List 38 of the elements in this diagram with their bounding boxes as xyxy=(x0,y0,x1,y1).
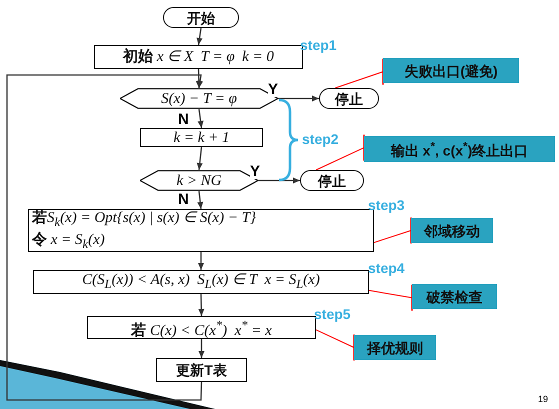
callout-box: 择优规则 xyxy=(354,335,436,360)
edge-label: N xyxy=(178,192,189,207)
callout-box: 破禁检查 xyxy=(412,284,497,309)
edge-label: Y xyxy=(268,82,278,97)
arrow xyxy=(197,190,204,210)
process-box: 若 C(x) < C(x$^{*}$) x$^{*}$ = x xyxy=(87,316,316,339)
process-box: 若S$_{k}$(x) = Opt{s(x) | s(x) ∈ S(x) − T} 令 x = S$_{k}$(x) xyxy=(28,209,374,252)
terminal-box: 停止 xyxy=(300,170,364,191)
step-label: step1 xyxy=(300,37,337,53)
leader-line xyxy=(316,134,365,170)
arrow xyxy=(196,68,202,88)
leader-line xyxy=(334,58,384,88)
edge-label: N xyxy=(178,112,189,127)
arrow xyxy=(258,178,300,184)
page-number: 19 xyxy=(538,394,548,404)
callout-box: 输出 x$^{*}$, c(x$^{*}$)终止出口 xyxy=(364,136,555,162)
process-box: k = k + 1 xyxy=(140,128,263,147)
process-box: 更新T表 xyxy=(156,358,247,382)
arrow xyxy=(198,339,204,358)
edge-label: Y xyxy=(250,164,260,179)
arrow xyxy=(198,108,204,128)
arrow xyxy=(278,96,319,102)
arrow xyxy=(196,146,203,170)
callout-box: 失败出口(避免) xyxy=(383,58,519,83)
step-label: step5 xyxy=(314,306,351,322)
arrow xyxy=(198,252,204,270)
leader-line xyxy=(368,284,413,312)
arrow xyxy=(6,74,204,401)
arrow xyxy=(196,28,202,46)
terminal-box: 开始 xyxy=(163,7,239,28)
step-label: step4 xyxy=(368,260,405,276)
arrow xyxy=(198,294,204,316)
terminal-box: 停止 xyxy=(319,88,379,109)
leader-line xyxy=(374,216,412,244)
leader-line xyxy=(316,329,355,362)
process-box: C(S$_{L}$(x)) < A(s, x) S$_{L}$(x) ∈ T x = S$_{L}$(x) xyxy=(33,270,369,294)
step-label: step2 xyxy=(302,131,339,147)
callout-box: 邻域移动 xyxy=(411,218,493,243)
